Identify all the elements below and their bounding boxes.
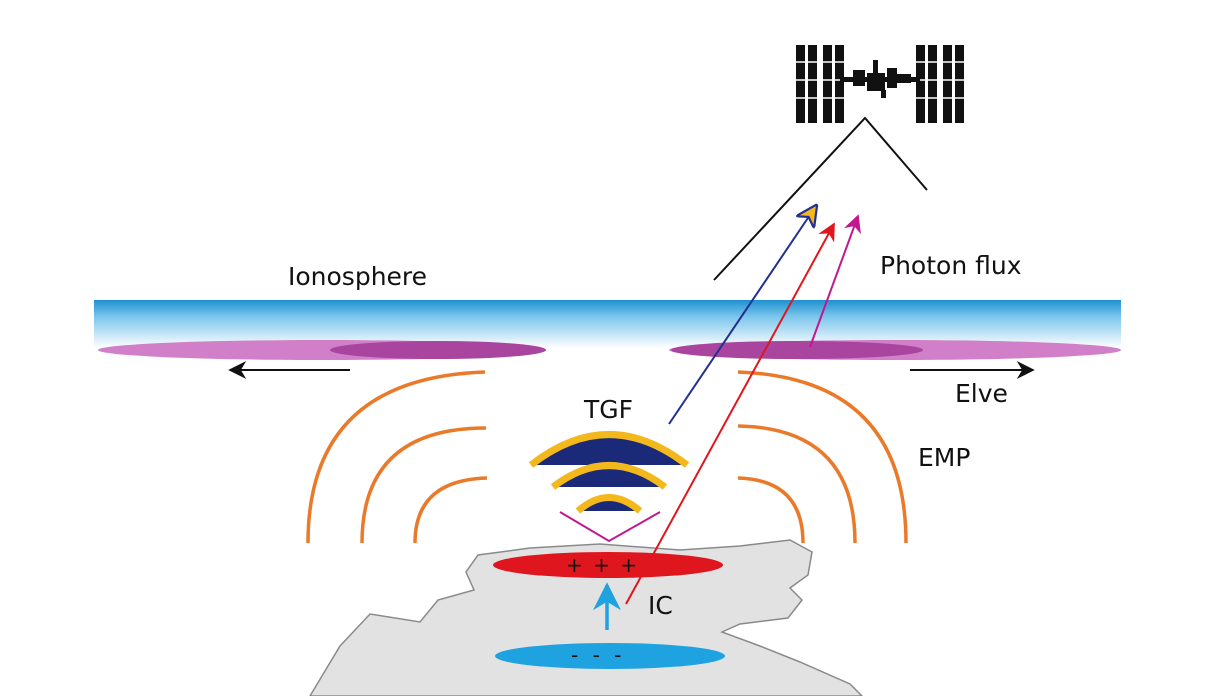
ionosphere-label: Ionosphere xyxy=(288,262,427,291)
elve-label: Elve xyxy=(955,379,1008,408)
space-station-icon xyxy=(794,45,966,123)
tgf-beam-cone xyxy=(559,511,661,543)
satellite-field-of-view xyxy=(713,116,928,281)
tgf-label: TGF xyxy=(583,395,633,424)
ionosphere-band xyxy=(94,300,1121,348)
emp-label: EMP xyxy=(918,443,970,472)
negative-charge-label: - - - xyxy=(571,643,625,667)
negative-charge-region xyxy=(495,643,725,669)
elve-right xyxy=(669,340,1121,360)
photon-flux-label: Photon flux xyxy=(880,251,1022,280)
tgf-shells xyxy=(528,431,690,514)
tgf-photon-ray xyxy=(668,206,816,425)
ic-photon-ray xyxy=(625,222,835,605)
positive-charge-region xyxy=(493,552,723,578)
positive-charge-label: + + + xyxy=(566,553,639,577)
elve-left xyxy=(98,340,546,360)
emp-waves-right xyxy=(737,370,908,544)
elve-photon-ray xyxy=(809,214,861,348)
emp-waves-left xyxy=(306,370,488,544)
ic-label: IC xyxy=(648,591,673,620)
